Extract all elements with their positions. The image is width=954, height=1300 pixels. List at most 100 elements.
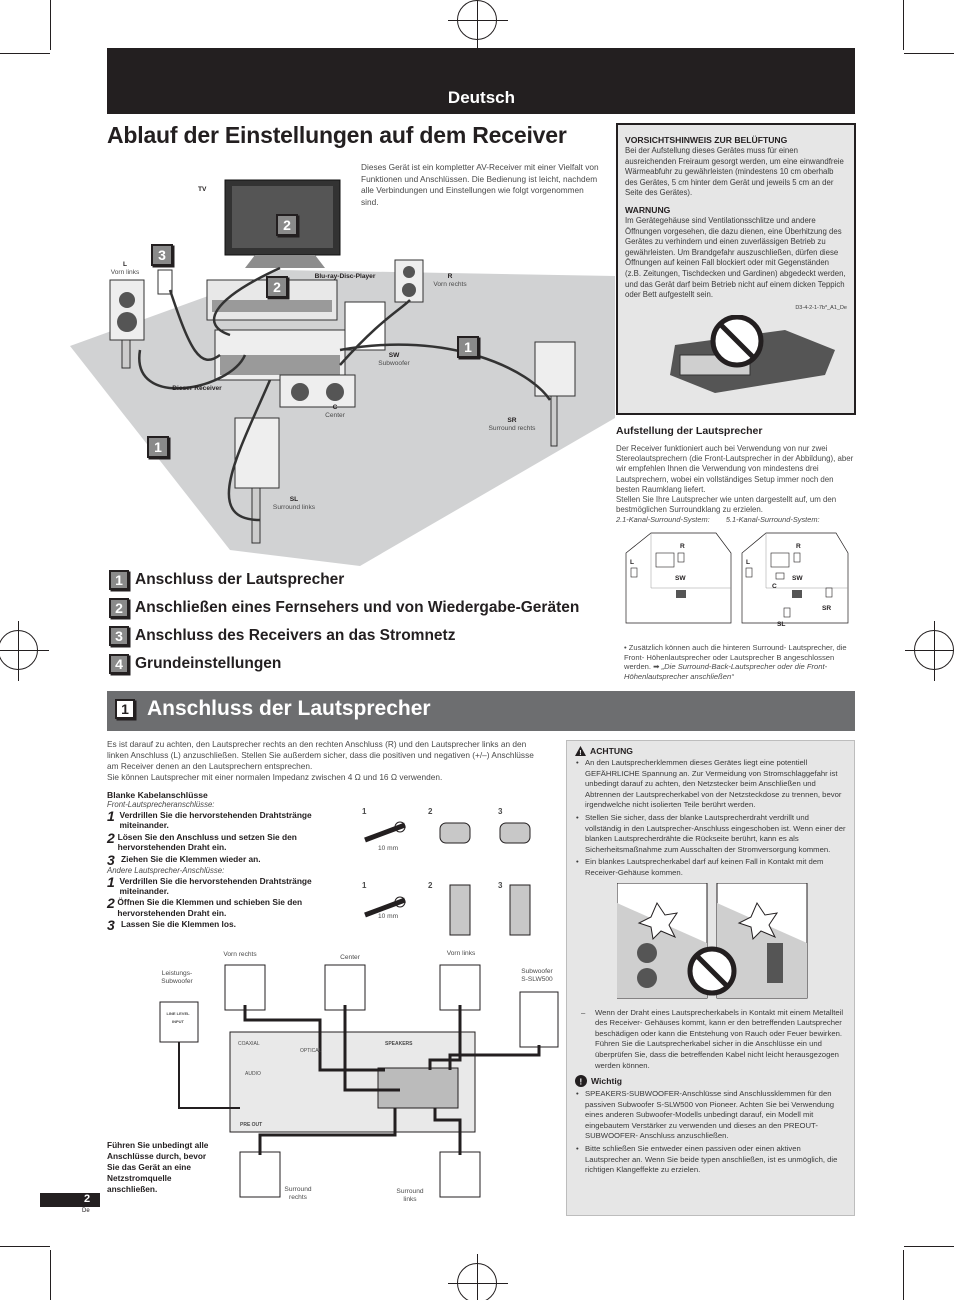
diagram-step-2: 2 — [276, 214, 298, 236]
vent-heading: VORSICHTSHINWEIS ZUR BELÜFTUNG — [625, 135, 788, 145]
terminal-knob — [499, 822, 531, 844]
label-l-sub: Vorn links — [110, 269, 140, 276]
speaker-subwoofer — [519, 991, 559, 1048]
rca-cable — [178, 1042, 240, 1109]
svg-text:!: ! — [579, 750, 581, 756]
label-sw-sub: Subwoofer — [378, 360, 410, 367]
subwoofer-box — [344, 301, 386, 351]
page-number: 2 — [84, 1193, 91, 1205]
front-subheading: Front-Lautsprecheranschlüsse: — [107, 800, 215, 809]
step-label: Anschließen eines Fernsehers und von Wie… — [135, 599, 580, 616]
speaker-wiring-diagram — [159, 964, 559, 1198]
speaker-stand — [550, 395, 558, 447]
diagram-step-1: 1 — [147, 436, 169, 458]
room-label-l: L — [746, 559, 751, 566]
section-header: 1 Anschluss der Lautsprecher — [107, 691, 855, 731]
diagram-step-2: 2 — [266, 276, 288, 298]
section-intro-p1: Es ist darauf zu achten, den Lautspreche… — [107, 739, 534, 771]
wichtig-bullet: SPEAKERS-SUBWOOFER-Anschlüsse sind Ansch… — [575, 1089, 846, 1142]
step-item[interactable]: 2 Anschließen eines Fernsehers und von Wi… — [109, 594, 579, 622]
crop-mark — [0, 1246, 50, 1247]
speaker-cable — [227, 379, 272, 522]
room-label-sw: SW — [675, 575, 686, 582]
label-tv: TV — [198, 186, 207, 193]
fig-step: 1 — [362, 881, 367, 890]
speaker-front-left — [439, 964, 481, 1011]
label-r: R — [447, 273, 453, 280]
spring-clip — [509, 884, 531, 936]
wire-contact-illustration — [616, 882, 808, 999]
wichtig-heading: ! Wichtig — [575, 1075, 846, 1088]
wire — [448, 1045, 541, 1070]
receiver-covered-illustration — [670, 314, 835, 394]
wiring-label-center: Center — [340, 954, 360, 961]
hdmi-cable — [212, 266, 281, 337]
speaker-setup-p1: Der Receiver funktioniert auch bei Verwe… — [616, 444, 854, 494]
section-intro-p2: Sie können Lautsprecher mit einer normal… — [107, 772, 443, 782]
caption-21: 2.1-Kanal-Surround-System: — [616, 515, 710, 525]
step-number: 2 — [109, 598, 129, 618]
label-sl-sub: Surround links — [272, 504, 316, 511]
surround-right-speaker — [534, 341, 576, 397]
label-r-sub: Vorn rechts — [433, 281, 467, 288]
spring-clip — [449, 884, 471, 936]
section-number: 1 — [115, 699, 135, 719]
speaker-stand — [251, 487, 261, 544]
fig-mm: 10 mm — [378, 845, 399, 852]
caption-51: 5.1-Kanal-Surround-System: — [725, 515, 820, 525]
label-sl: SL — [289, 496, 299, 503]
room-setup-illustration — [70, 179, 615, 566]
speaker-cone — [402, 283, 416, 297]
panel-label-pre-out: PRE OUT — [240, 1122, 263, 1128]
speaker-cone — [403, 266, 415, 278]
power-cable — [168, 289, 221, 361]
speaker-setup-text: Der Receiver funktioniert auch bei Verwe… — [616, 444, 856, 526]
warning-text: Im Gerätegehäuse sind Ventilationsschlit… — [625, 215, 846, 300]
page-number-bar: 2 — [40, 1193, 100, 1207]
crop-mark — [0, 53, 50, 54]
label-c: C — [332, 404, 338, 411]
spark-icon — [637, 901, 679, 940]
cable-instructions: Blanke Kabelanschlüsse Front-Lautspreche… — [107, 790, 337, 932]
caution-bullet: Stellen Sie sicher, dass der blanke Laut… — [575, 813, 846, 855]
label-sr: SR — [507, 417, 517, 424]
warning-triangle-icon: ! — [575, 746, 586, 756]
speaker-front-right — [224, 964, 266, 1011]
label-sw: SW — [388, 352, 400, 359]
wire — [343, 1005, 400, 1092]
language-label: Deutsch — [447, 88, 515, 107]
fig-step: 2 — [428, 881, 433, 890]
speaker-center — [324, 964, 366, 1011]
section-title: Anschluss der Lautsprecher — [147, 697, 431, 720]
label-sr-sub: Surround rechts — [488, 425, 536, 432]
surround-left-speaker — [234, 417, 280, 489]
connect-before-power-note: Führen Sie unbedingt alle Anschlüsse dur… — [107, 1140, 209, 1194]
note-bullet: • — [624, 643, 629, 652]
center-woofer — [291, 383, 309, 401]
speaker-cone — [117, 312, 137, 332]
crop-mark — [904, 53, 954, 54]
spark-icon — [737, 901, 779, 940]
powered-subwoofer — [159, 1001, 199, 1043]
caution-panel: ! ACHTUNG An den Lautsprecherklemmen die… — [566, 740, 855, 1216]
tv-stand — [245, 255, 325, 268]
label-bd: Blu-ray-Disc-Player — [314, 273, 376, 280]
doc-code: D3-4-2-1-7b*_A1_De — [795, 304, 847, 311]
speaker-cone — [119, 292, 135, 308]
registration-mark — [448, 0, 508, 51]
fig-mm: 10 mm — [378, 913, 399, 920]
wire-stripping-figure — [364, 821, 531, 936]
registration-mark — [905, 621, 954, 681]
step-number: 3 — [109, 626, 129, 646]
crop-mark — [903, 1250, 904, 1300]
receiver-front — [220, 355, 340, 375]
